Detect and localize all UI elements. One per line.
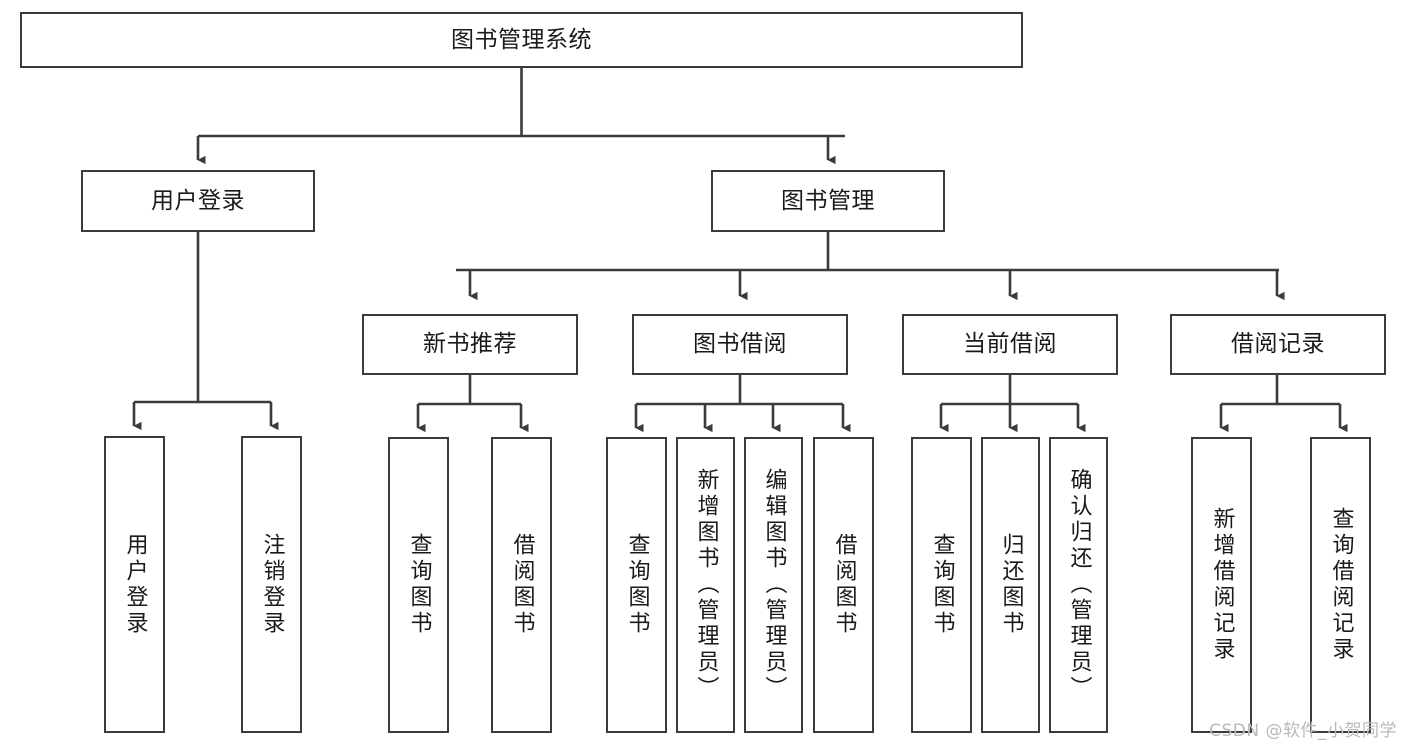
node-leaf-user-login-label: 用户登录 (122, 532, 148, 637)
node-leaf-borrow-book-1-label: 借阅图书 (509, 533, 535, 637)
node-leaf-logout[interactable]: 注销登录 (241, 436, 302, 733)
node-leaf-query-book-3-label: 查询图书 (929, 533, 955, 637)
connector-userlogin-to-leaves (132, 232, 279, 431)
connector-currentborrow-to-leaves (939, 375, 1086, 433)
node-book-borrow[interactable]: 图书借阅 (632, 314, 848, 375)
node-leaf-borrow-book-2[interactable]: 借阅图书 (813, 437, 874, 733)
node-leaf-edit-book-label: 编辑图书（管理员） (761, 468, 787, 702)
node-leaf-query-book-2[interactable]: 查询图书 (606, 437, 667, 733)
node-current-borrow-label: 当前借阅 (963, 331, 1057, 358)
connector-bookmgmt-to-level2 (456, 232, 1285, 301)
node-root-label: 图书管理系统 (451, 26, 592, 53)
node-leaf-borrow-book-1[interactable]: 借阅图书 (491, 437, 552, 733)
node-leaf-confirm-return[interactable]: 确认归还（管理员） (1049, 437, 1108, 733)
node-leaf-borrow-book-2-label: 借阅图书 (831, 533, 857, 637)
node-leaf-return-book-label: 归还图书 (998, 533, 1024, 637)
node-borrow-record-label: 借阅记录 (1231, 331, 1325, 358)
node-root[interactable]: 图书管理系统 (20, 12, 1023, 68)
node-leaf-query-book-1[interactable]: 查询图书 (388, 437, 449, 733)
node-current-borrow[interactable]: 当前借阅 (902, 314, 1118, 375)
node-user-login[interactable]: 用户登录 (81, 170, 315, 232)
node-leaf-query-book-2-label: 查询图书 (624, 533, 650, 637)
node-book-borrow-label: 图书借阅 (693, 331, 787, 358)
node-user-login-label: 用户登录 (151, 187, 245, 214)
node-leaf-logout-label: 注销登录 (259, 532, 285, 637)
node-leaf-user-login[interactable]: 用户登录 (104, 436, 165, 733)
connector-borrowrecord-to-leaves (1219, 375, 1348, 433)
connector-root-to-level1 (196, 68, 845, 165)
node-book-management-label: 图书管理 (781, 187, 875, 214)
node-new-book-recommend-label: 新书推荐 (423, 331, 517, 358)
node-leaf-return-book[interactable]: 归还图书 (981, 437, 1040, 733)
node-leaf-add-book-label: 新增图书（管理员） (693, 468, 719, 702)
node-leaf-add-record-label: 新增借阅记录 (1209, 507, 1235, 663)
node-leaf-query-record[interactable]: 查询借阅记录 (1310, 437, 1371, 733)
node-new-book-recommend[interactable]: 新书推荐 (362, 314, 578, 375)
node-book-management[interactable]: 图书管理 (711, 170, 945, 232)
node-leaf-add-book[interactable]: 新增图书（管理员） (676, 437, 735, 733)
node-leaf-confirm-return-label: 确认归还（管理员） (1066, 468, 1092, 702)
node-leaf-query-book-3[interactable]: 查询图书 (911, 437, 972, 733)
node-leaf-add-record[interactable]: 新增借阅记录 (1191, 437, 1252, 733)
connector-newbook-to-leaves (416, 375, 529, 433)
connector-bookborrow-to-leaves (634, 375, 851, 433)
node-borrow-record[interactable]: 借阅记录 (1170, 314, 1386, 375)
node-leaf-query-book-1-label: 查询图书 (406, 533, 432, 637)
node-leaf-query-record-label: 查询借阅记录 (1328, 507, 1354, 663)
node-leaf-edit-book[interactable]: 编辑图书（管理员） (744, 437, 803, 733)
